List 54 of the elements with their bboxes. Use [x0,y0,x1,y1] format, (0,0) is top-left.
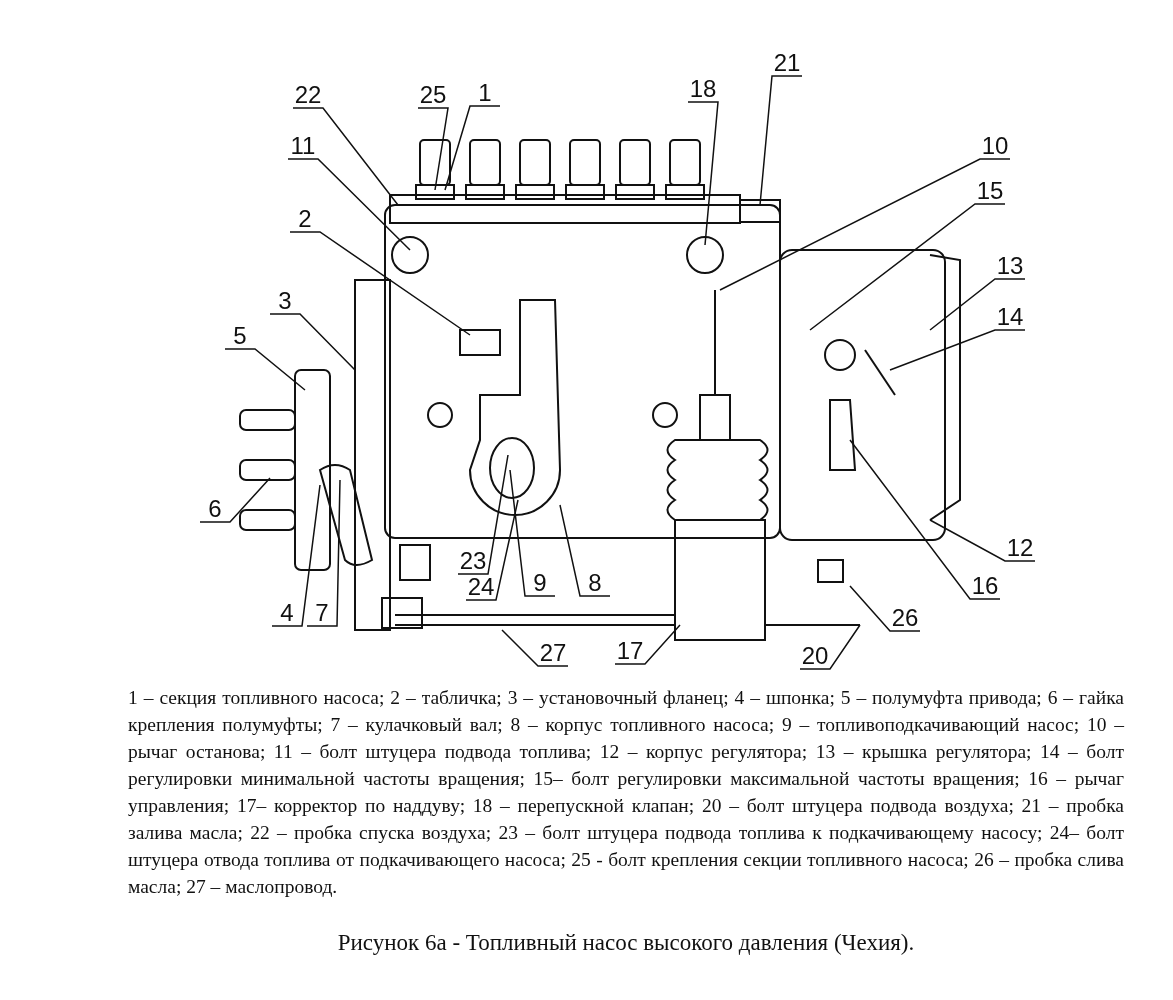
leader-line [929,519,1036,562]
callout-number: 8 [580,570,610,596]
callout-number: 20 [800,643,830,669]
leader-line [809,203,1006,331]
leader-line [849,439,1001,600]
callout-number: 13 [995,253,1025,279]
callout-number: 3 [270,288,300,314]
callout-number: 26 [890,605,920,631]
parts-key-text: 1 – секция топливного насоса; 2 – табличка; 3 – установочный фланец; 4 – шпонка; 5 – полумуфта привода; 6 – гайка крепления полумуфты; 7 – кулачковый вал; 8 – корпус топливного насоса; 9 – топливоподкачивающий насос; 10 – рычаг останова; 11 – болт штуцера подвода топлива; 12 – корпус регулятора; 13 – крышка регулятора; 14 – болт регулировки минимальной частоты вращения; 15– болт регулировки максимальной частоты вращения; 16 – рычаг управления; 17– корректор по наддуву; 18 – перепускной клапан; 20 – болт штуцера подвода воздуха; 21 – пробка залива масла; 22 – пробка спуска воздуха; 23 – болт штуцера подвода топлива к подкачивающему насосу; 24– болт штуцера отвода топлива от подкачивающего насоса; 25 - болт крепления секции топливного насоса; 26 – пробка слива масла; 27 – маслопровод. [128,686,1124,899]
callout-number: 6 [200,496,230,522]
callout-number: 15 [975,178,1005,204]
callout-number: 25 [418,82,448,108]
callout-number: 27 [538,640,568,666]
leader-line [614,624,681,665]
leader-line [509,469,556,597]
callout-number: 22 [293,82,323,108]
leader-line [444,105,501,191]
leader-line [417,107,449,191]
leader-line [719,158,1011,291]
leader-line [687,101,719,246]
callout-number: 7 [307,600,337,626]
leader-line [889,329,1026,371]
leader-line [457,454,509,575]
callout-number: 2 [290,206,320,232]
leader-line [269,313,356,371]
figure-caption: Рисунок 6а - Топливный насос высокого давления (Чехия). [336,930,916,956]
callout-number: 18 [688,76,718,102]
callout-number: 9 [525,570,555,596]
callout-number: 11 [288,133,318,159]
leader-line [199,477,271,523]
leader-line [849,585,921,632]
leader-line [501,629,569,667]
callout-number: 1 [470,80,500,106]
callout-number: 5 [225,323,255,349]
callout-number: 21 [772,50,802,76]
callout-number: 16 [970,573,1000,599]
callout-number: 4 [272,600,302,626]
callout-number: 10 [980,133,1010,159]
leader-line [271,484,321,627]
leader-line [465,499,519,601]
callout-number: 14 [995,304,1025,330]
leader-line [224,348,306,391]
callout-number: 12 [1005,535,1035,561]
leader-line [799,624,861,670]
leader-line [929,278,1026,331]
leader-line [759,75,803,206]
callout-number: 23 [458,548,488,574]
callout-number: 24 [466,574,496,600]
leader-line [287,158,411,251]
leader-line [289,231,471,336]
leader-line [306,479,341,627]
callout-number: 17 [615,638,645,664]
leader-line [559,504,611,597]
leader-line [292,107,399,206]
